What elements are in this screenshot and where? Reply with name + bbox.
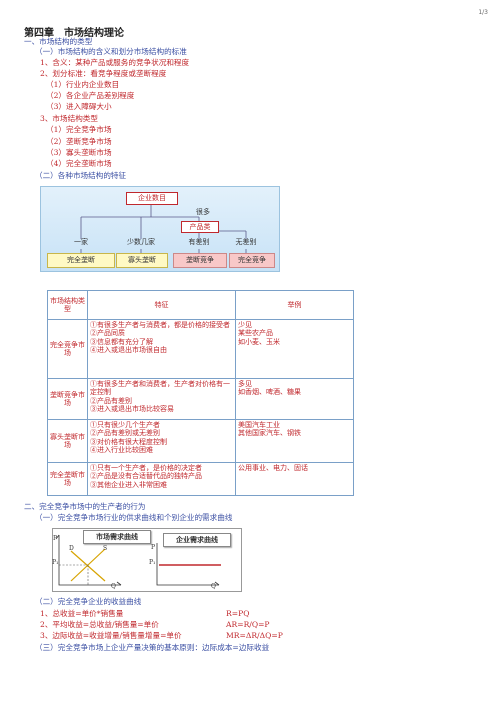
- table-row: 完全垄断市场 ①只有一个生产者，是价格的决定者 ②产品是没有合适替代品的独特产品…: [47, 462, 354, 496]
- market-type-cell: 完全竞争市场: [47, 319, 88, 379]
- example-line: 少见: [238, 321, 252, 329]
- table-row: 寡头垄断市场 ①只有很少几个生产者 ②产品有差别或无差别 ③对价格有很大程度控制…: [47, 419, 354, 463]
- many-label: 很多: [196, 208, 210, 216]
- subsection-heading: （一）市场结构的含义和划分市场结构的标准: [35, 47, 187, 56]
- list-item: 2、平均收益=总收益/销售量=单价: [40, 620, 159, 629]
- market-type-cell: 寡头垄断市场: [47, 419, 88, 463]
- table-header-row: 市场结构类型 特征 举例: [47, 290, 354, 320]
- list-item: （4）完全垄断市场: [46, 159, 112, 168]
- formula: AR=R/Q=P: [226, 620, 270, 629]
- example-line: 如香烟、啤酒、糖果: [238, 388, 301, 397]
- section-heading: 一、市场结构的类型: [24, 37, 93, 46]
- list-item: （2）各企业产品差别程度: [46, 91, 135, 100]
- example-line: 如小麦、玉米: [238, 337, 280, 346]
- differentiated-label: 有差别: [188, 238, 210, 246]
- list-item: （3）进入障碍大小: [46, 102, 112, 111]
- market-type-cell: 垄断竞争市场: [47, 378, 88, 420]
- subsection-heading: （二）各种市场结构的特征: [35, 171, 127, 180]
- feature-line: ①有很多生产者和消费者，生产者对价格有一定控制: [90, 380, 230, 397]
- demand-curve-graph: 市场需求曲线 企业需求曲线 P D S P₁ Q P P₁ Q: [52, 528, 242, 592]
- equilibrium-price-label: P₁: [52, 559, 59, 566]
- formula: R=PQ: [226, 609, 250, 618]
- example-cell: 公用事业、电力、固话: [235, 462, 354, 496]
- list-item: 2、划分标准：看竞争程度或垄断程度: [40, 69, 167, 78]
- chapter-title: 第四章 市场结构理论: [24, 28, 124, 39]
- product-type-box: 产品类: [181, 221, 219, 233]
- list-item: 3、市场结构类型: [40, 114, 98, 123]
- list-item: （1）行业内企业数目: [46, 80, 120, 89]
- table-row: 垄断竞争市场 ①有很多生产者和消费者，生产者对价格有一定控制 ②产品有差别 ③进…: [47, 378, 354, 420]
- features-cell: ①有很多生产者与消费者，都是价格的接受者 ②产品同质 ③信息都有充分了解 ④进入…: [87, 319, 236, 379]
- oligopoly-box: 寡头垄断: [116, 253, 168, 268]
- table-row: 完全竞争市场 ①有很多生产者与消费者，都是价格的接受者 ②产品同质 ③信息都有充…: [47, 319, 354, 379]
- example-line: 其他国家汽车、钢铁: [238, 429, 301, 438]
- demand-label: D: [69, 545, 74, 552]
- features-cell: ①只有很少几个生产者 ②产品有差别或无差别 ③对价格有很大程度控制 ④进入行业比…: [87, 419, 236, 463]
- quantity-axis-label: Q: [111, 583, 116, 590]
- column-header: 市场结构类型: [47, 290, 88, 320]
- equilibrium-price-label: P₁: [149, 559, 156, 566]
- market-demand-label: 市场需求曲线: [83, 530, 151, 544]
- example-cell: 少见 某些农产品 如小麦、玉米: [235, 319, 354, 379]
- feature-line: ②产品是没有合适替代品的独特产品: [90, 472, 202, 481]
- one-firm-label: 一家: [74, 238, 88, 246]
- example-line: 公用事业、电力、固话: [238, 464, 308, 472]
- page-number: 1/3: [478, 9, 488, 16]
- feature-line: ①有很多生产者与消费者，都是价格的接受者: [90, 321, 230, 329]
- column-header: 特征: [87, 290, 236, 320]
- example-cell: 美国汽车工业 其他国家汽车、钢铁: [235, 419, 354, 463]
- list-item: 1、总收益=单价*销售量: [40, 609, 124, 618]
- feature-line: ③信息都有充分了解: [90, 337, 153, 346]
- curves: [55, 534, 221, 586]
- feature-line: ④进入或退出市场很自由: [90, 346, 167, 355]
- formula: MR=ΔR/ΔQ=P: [226, 631, 283, 640]
- few-firms-label: 少数几家: [127, 238, 155, 246]
- perfect-competition-box: 完全竞争: [229, 253, 275, 268]
- quantity-axis-label: Q: [211, 583, 216, 590]
- list-item: （2）垄断竞争市场: [46, 137, 112, 146]
- list-item: 1、含义：某种产品或服务的竞争状况和程度: [40, 58, 190, 67]
- firm-demand-label: 企业需求曲线: [163, 533, 231, 547]
- subsection-heading: （二）完全竞争企业的收益曲线: [35, 597, 142, 606]
- example-line: 多见: [238, 380, 252, 388]
- feature-line: ①只有很少几个生产者: [90, 421, 160, 429]
- market-structure-diagram: 企业数目 很多 产品类 一家 少数几家 有差别 无差别 完全垄断 寡头垄断 垄断…: [40, 186, 280, 272]
- column-header: 举例: [235, 290, 354, 320]
- feature-line: ③对价格有很大程度控制: [90, 437, 167, 446]
- monopolistic-competition-box: 垄断竞争: [173, 253, 227, 268]
- feature-line: ②产品有差别: [90, 396, 132, 405]
- supply-label: S: [103, 545, 108, 552]
- feature-line: ④进入行业比较困难: [90, 446, 153, 455]
- feature-line: ②产品有差别或无差别: [90, 429, 160, 438]
- subsection-heading: （三）完全竞争市场上企业产量决策的基本原则：边际成本=边际收益: [35, 643, 270, 652]
- price-axis-label: P: [53, 535, 58, 542]
- subsection-heading: （一）完全竞争市场行业的供求曲线和个别企业的需求曲线: [35, 513, 233, 522]
- homogeneous-label: 无差别: [235, 238, 257, 246]
- example-cell: 多见 如香烟、啤酒、糖果: [235, 378, 354, 420]
- list-item: （3）寡头垄断市场: [46, 148, 112, 157]
- example-line: 某些农产品: [238, 329, 273, 338]
- list-item: （1）完全竞争市场: [46, 125, 112, 134]
- section-heading: 二、完全竞争市场中的生产者的行为: [24, 502, 146, 511]
- market-type-cell: 完全垄断市场: [47, 462, 88, 496]
- features-cell: ①只有一个生产者，是价格的决定者 ②产品是没有合适替代品的独特产品 ③其他企业进…: [87, 462, 236, 496]
- features-cell: ①有很多生产者和消费者，生产者对价格有一定控制 ②产品有差别 ③进入或退出市场比…: [87, 378, 236, 420]
- enterprise-count-box: 企业数目: [126, 192, 178, 205]
- feature-line: ③进入或退出市场比较容易: [90, 405, 174, 414]
- price-axis-label: P: [151, 544, 156, 551]
- feature-line: ①只有一个生产者，是价格的决定者: [90, 464, 202, 472]
- list-item: 3、边际收益=收益增量/销售量增量=单价: [40, 631, 182, 640]
- market-feature-table: 市场结构类型 特征 举例 完全竞争市场 ①有很多生产者与消费者，都是价格的接受者…: [47, 290, 354, 496]
- example-line: 美国汽车工业: [238, 421, 280, 429]
- monopoly-box: 完全垄断: [47, 253, 115, 268]
- feature-line: ②产品同质: [90, 329, 125, 338]
- feature-line: ③其他企业进入非常困难: [90, 480, 167, 489]
